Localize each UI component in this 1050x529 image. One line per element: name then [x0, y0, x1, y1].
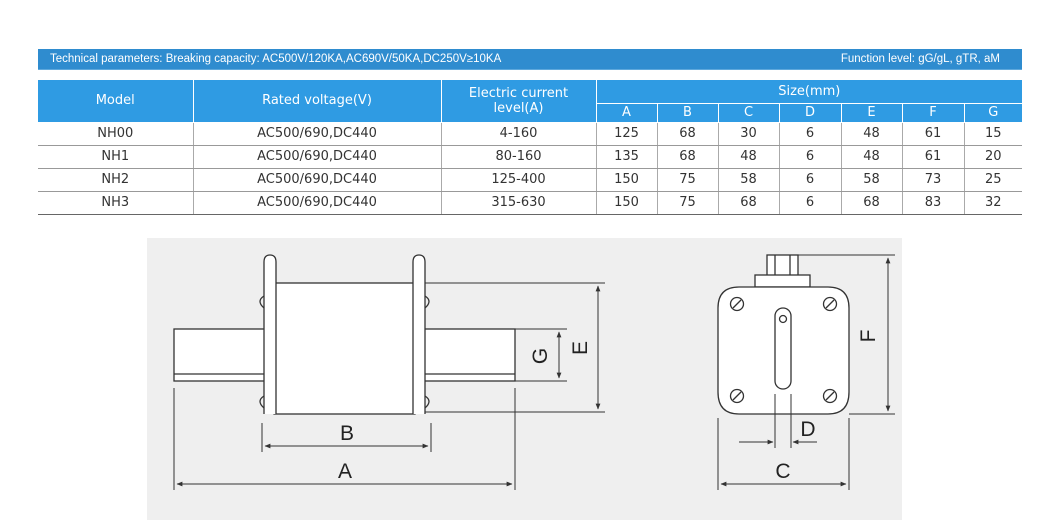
cell-dim-e: 58 [841, 168, 903, 192]
header-dim-b: B [657, 103, 719, 123]
cell-dim-f: 61 [902, 145, 965, 169]
dimension-drawing-panel: A B C D E F G [147, 238, 902, 520]
header-current-level: Electric current level(A) [441, 80, 597, 123]
table-row: NH1 AC500/690,DC440 80-160 135 68 48 6 4… [38, 145, 1023, 169]
left-blade-contact [173, 328, 275, 382]
technical-parameters-banner: Technical parameters: Breaking capacity:… [38, 49, 1022, 70]
cell-dim-a: 150 [596, 168, 658, 192]
header-rated-voltage: Rated voltage(V) [193, 80, 442, 123]
dimension-label-e: E [569, 341, 592, 355]
screw-icon [822, 296, 838, 312]
cell-current: 125-400 [441, 168, 597, 192]
cell-model: NH3 [38, 191, 194, 215]
header-dim-e: E [841, 103, 903, 123]
cell-dim-c: 30 [718, 122, 780, 146]
fuse-side-view [173, 254, 516, 415]
cell-dim-d: 6 [779, 168, 842, 192]
cell-dim-a: 125 [596, 122, 658, 146]
cell-dim-b: 75 [657, 191, 719, 215]
cell-dim-c: 58 [718, 168, 780, 192]
cell-current: 80-160 [441, 145, 597, 169]
table-row: NH2 AC500/690,DC440 125-400 150 75 58 6 … [38, 168, 1023, 192]
cell-model: NH1 [38, 145, 194, 169]
screw-icon [729, 296, 745, 312]
fuse-body [273, 282, 416, 415]
cell-current: 315-630 [441, 191, 597, 215]
cell-dim-g: 15 [964, 122, 1023, 146]
header-dim-a: A [596, 103, 658, 123]
screw-icon [729, 388, 745, 404]
screw-icon [822, 388, 838, 404]
table-row: NH3 AC500/690,DC440 315-630 150 75 68 6 … [38, 191, 1023, 215]
cell-dim-e: 48 [841, 145, 903, 169]
header-dim-c: C [718, 103, 780, 123]
dimension-label-a: A [338, 460, 352, 483]
dimension-label-b: B [340, 422, 354, 445]
header-model: Model [38, 80, 194, 123]
cell-dim-a: 150 [596, 191, 658, 215]
header-dim-g: G [964, 103, 1023, 123]
function-level-text: Function level: gG/gL, gTR, aM [840, 53, 1000, 65]
cell-dim-d: 6 [779, 122, 842, 146]
fuse-dimension-drawing: A B C D E F G [173, 254, 895, 490]
table-row: NH00 AC500/690,DC440 4-160 125 68 30 6 4… [38, 122, 1023, 146]
cell-dim-f: 83 [902, 191, 965, 215]
cell-dim-g: 32 [964, 191, 1023, 215]
dimension-label-g: G [529, 348, 552, 364]
cell-dim-b: 68 [657, 145, 719, 169]
cell-dim-g: 20 [964, 145, 1023, 169]
cell-current: 4-160 [441, 122, 597, 146]
right-blade-contact [414, 328, 516, 382]
left-end-tab [263, 254, 277, 414]
cell-dim-e: 68 [841, 191, 903, 215]
cell-voltage: AC500/690,DC440 [193, 191, 442, 215]
header-size: Size(mm) [596, 80, 1023, 104]
specification-table: Model Rated voltage(V) Electric current … [38, 80, 1023, 215]
side-view-dimensions [173, 282, 605, 490]
cell-voltage: AC500/690,DC440 [193, 122, 442, 146]
indicator-slot [774, 307, 792, 390]
cell-dim-f: 73 [902, 168, 965, 192]
cell-dim-d: 6 [779, 191, 842, 215]
header-dim-d: D [779, 103, 842, 123]
cell-dim-c: 48 [718, 145, 780, 169]
right-end-tab [412, 254, 426, 414]
breaking-capacity-text: Technical parameters: Breaking capacity:… [50, 53, 502, 65]
cell-dim-f: 61 [902, 122, 965, 146]
dimension-label-d: D [800, 418, 815, 441]
cell-dim-a: 135 [596, 145, 658, 169]
cell-model: NH2 [38, 168, 194, 192]
fuse-front-view [717, 254, 850, 415]
dimension-label-f: F [857, 330, 880, 343]
cell-voltage: AC500/690,DC440 [193, 145, 442, 169]
cell-voltage: AC500/690,DC440 [193, 168, 442, 192]
cell-dim-b: 75 [657, 168, 719, 192]
cell-dim-e: 48 [841, 122, 903, 146]
cell-dim-c: 68 [718, 191, 780, 215]
cell-dim-g: 25 [964, 168, 1023, 192]
front-view-dimensions [717, 254, 895, 490]
cell-dim-d: 6 [779, 145, 842, 169]
dimension-label-c: C [775, 460, 790, 483]
cell-model: NH00 [38, 122, 194, 146]
cell-dim-b: 68 [657, 122, 719, 146]
header-dim-f: F [902, 103, 965, 123]
